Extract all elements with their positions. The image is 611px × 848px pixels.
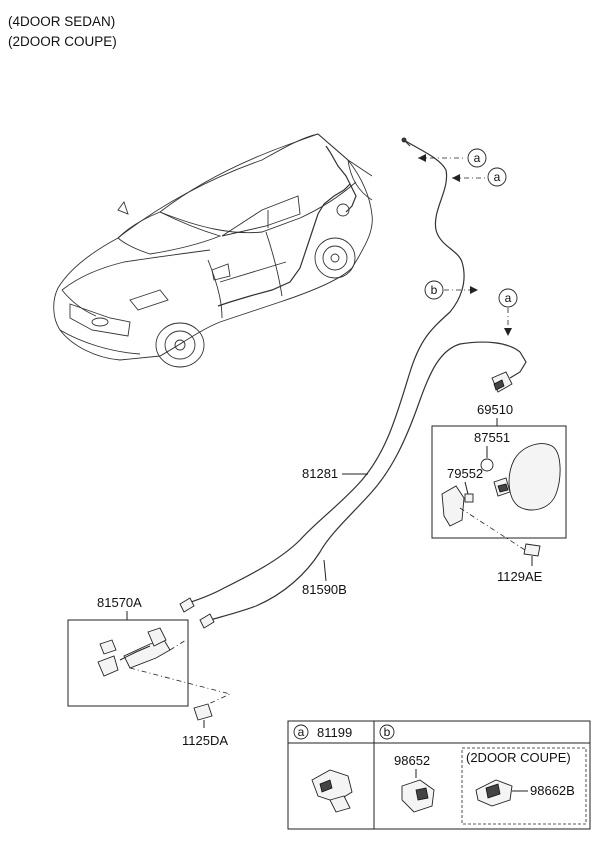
cable-81281 xyxy=(185,139,465,605)
legend-a-part: 81199 xyxy=(317,725,352,740)
fuel-cable-connector xyxy=(491,371,513,393)
legend-coupe-label: (2DOOR COUPE) xyxy=(466,750,571,765)
part-79552-clip xyxy=(464,493,474,503)
callout-a-2: a xyxy=(452,167,507,187)
label-87551: 87551 xyxy=(474,430,510,445)
legend-table: a 81199 b 98652 (2DOOR COUPE) 98662B xyxy=(287,720,591,830)
label-81570A: 81570A xyxy=(97,595,142,610)
part-98662B-drawing xyxy=(475,779,513,807)
svg-text:a: a xyxy=(474,151,481,165)
svg-text:a: a xyxy=(505,291,512,305)
legend-a-letter: a xyxy=(298,725,305,739)
fuel-door-housing xyxy=(441,485,465,527)
part-98652-drawing xyxy=(401,779,435,813)
label-81590B: 81590B xyxy=(302,582,347,597)
label-1125DA: 1125DA xyxy=(182,733,228,748)
legend-b-letter: b xyxy=(384,725,391,739)
svg-text:b: b xyxy=(431,283,438,297)
fuel-door-cover xyxy=(508,443,561,511)
part-1125DA-bolt xyxy=(193,703,213,728)
car-illustration xyxy=(53,133,373,368)
part-87551-grommet xyxy=(480,458,494,472)
cable-end-lower xyxy=(199,613,215,629)
header-sedan-label: (4DOOR SEDAN) xyxy=(8,14,115,29)
release-lever-assembly xyxy=(97,627,171,677)
label-81281: 81281 xyxy=(302,466,338,481)
label-1129AE: 1129AE xyxy=(497,569,543,584)
part-1129AE-screw xyxy=(523,543,541,566)
callout-a-3: a xyxy=(498,288,518,336)
callout-a-1: a xyxy=(418,148,487,168)
svg-text:a: a xyxy=(494,170,501,184)
legend-coupe-part: 98662B xyxy=(530,783,575,798)
header-coupe-label: (2DOOR COUPE) xyxy=(8,34,117,49)
cable-end-upper xyxy=(179,597,195,613)
label-69510: 69510 xyxy=(477,402,513,417)
lever-box xyxy=(67,619,189,707)
callout-b: b xyxy=(424,280,478,300)
fuel-door-box xyxy=(431,425,567,539)
car-routed-cable xyxy=(217,145,351,307)
legend-b-part: 98652 xyxy=(394,753,430,768)
cable-81590B xyxy=(209,341,521,621)
part-81199-drawing xyxy=(311,769,353,813)
label-79552: 79552 xyxy=(447,466,483,481)
